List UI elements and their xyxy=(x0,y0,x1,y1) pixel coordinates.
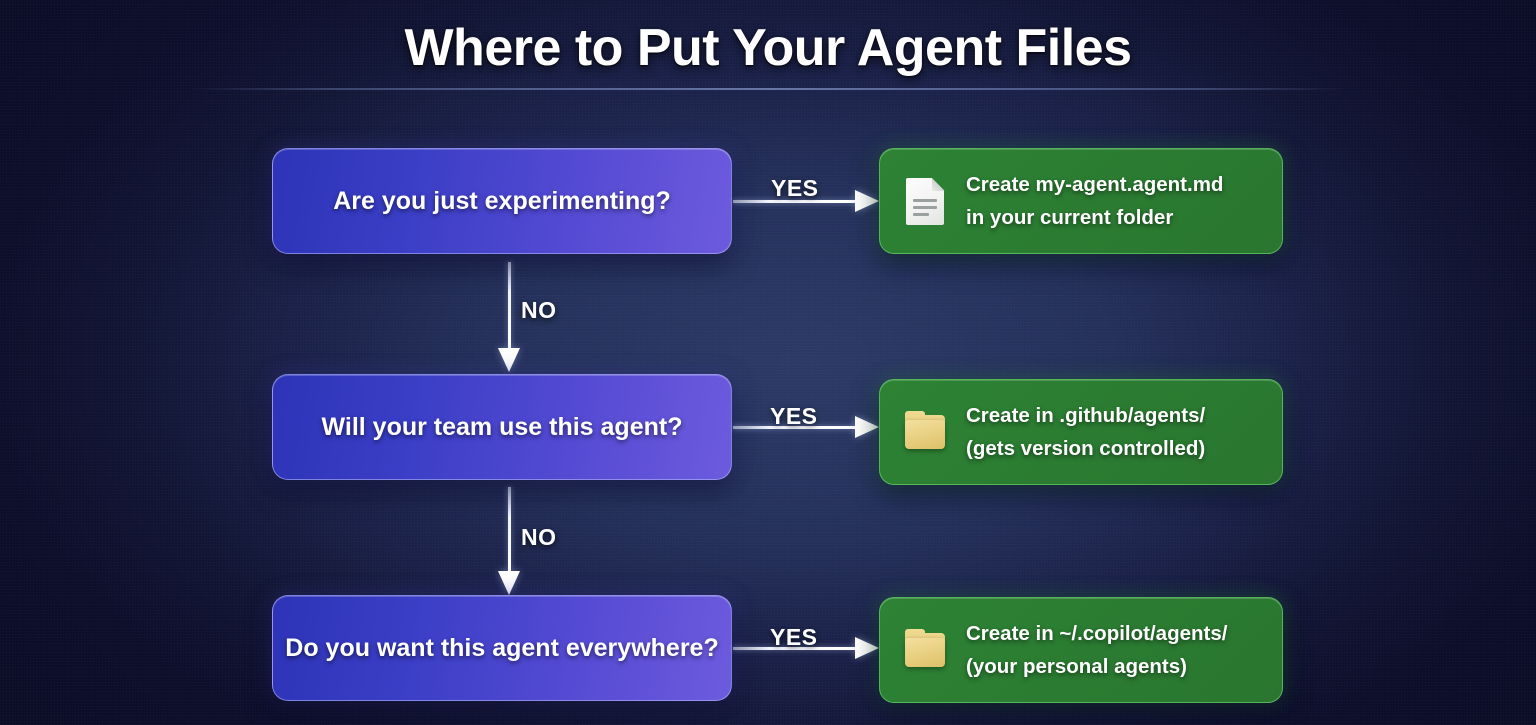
decision-box-3[interactable]: Do you want this agent everywhere? xyxy=(272,595,732,701)
yes-arrow-2 xyxy=(733,415,879,439)
yes-label-2: YES xyxy=(770,403,818,429)
arrow-head-icon xyxy=(498,348,520,372)
arrow-shaft xyxy=(733,200,855,203)
folder-icon xyxy=(902,624,948,676)
yes-label-1: YES xyxy=(771,175,819,201)
outcome-line-1b: in your current folder xyxy=(966,206,1174,229)
arrow-shaft xyxy=(733,426,855,429)
arrow-head-icon xyxy=(855,637,879,659)
decision-box-2[interactable]: Will your team use this agent? xyxy=(272,374,732,480)
yes-arrow-3 xyxy=(733,636,879,660)
outcome-box-1[interactable]: Create my-agent.agent.md in your current… xyxy=(879,148,1283,254)
arrow-head-icon xyxy=(498,571,520,595)
decision-label-1: Are you just experimenting? xyxy=(333,186,671,215)
folder-icon xyxy=(902,406,948,458)
arrow-shaft xyxy=(508,262,511,348)
arrow-head-icon xyxy=(855,190,879,212)
yes-arrow-1 xyxy=(733,189,879,213)
decision-box-1[interactable]: Are you just experimenting? xyxy=(272,148,732,254)
outcome-box-2[interactable]: Create in .github/agents/ (gets version … xyxy=(879,379,1283,485)
outcome-label-1: Create my-agent.agent.md in your current… xyxy=(966,168,1223,234)
arrow-shaft xyxy=(733,647,855,650)
outcome-line-3b: (your personal agents) xyxy=(966,655,1187,678)
outcome-line-3a: Create in ~/.copilot/agents/ xyxy=(966,621,1228,645)
title-divider xyxy=(190,88,1346,90)
outcome-label-3: Create in ~/.copilot/agents/ (your perso… xyxy=(966,617,1227,683)
outcome-line-2b: (gets version controlled) xyxy=(966,437,1206,460)
outcome-line-1a: Create my-agent.agent.md xyxy=(966,172,1224,196)
outcome-label-2: Create in .github/agents/ (gets version … xyxy=(966,399,1205,465)
document-icon xyxy=(902,175,948,227)
decision-label-2: Will your team use this agent? xyxy=(321,412,683,441)
page-title: Where to Put Your Agent Files xyxy=(404,19,1132,77)
outcome-line-2a: Create in .github/agents/ xyxy=(966,403,1206,427)
no-label-1: NO xyxy=(521,297,557,323)
outcome-box-3[interactable]: Create in ~/.copilot/agents/ (your perso… xyxy=(879,597,1283,703)
decision-label-3: Do you want this agent everywhere? xyxy=(285,633,719,662)
no-arrow-2 xyxy=(497,487,521,595)
arrow-head-icon xyxy=(855,416,879,438)
no-label-2: NO xyxy=(521,524,557,550)
arrow-shaft xyxy=(508,487,511,571)
yes-label-3: YES xyxy=(770,624,818,650)
no-arrow-1 xyxy=(497,262,521,372)
